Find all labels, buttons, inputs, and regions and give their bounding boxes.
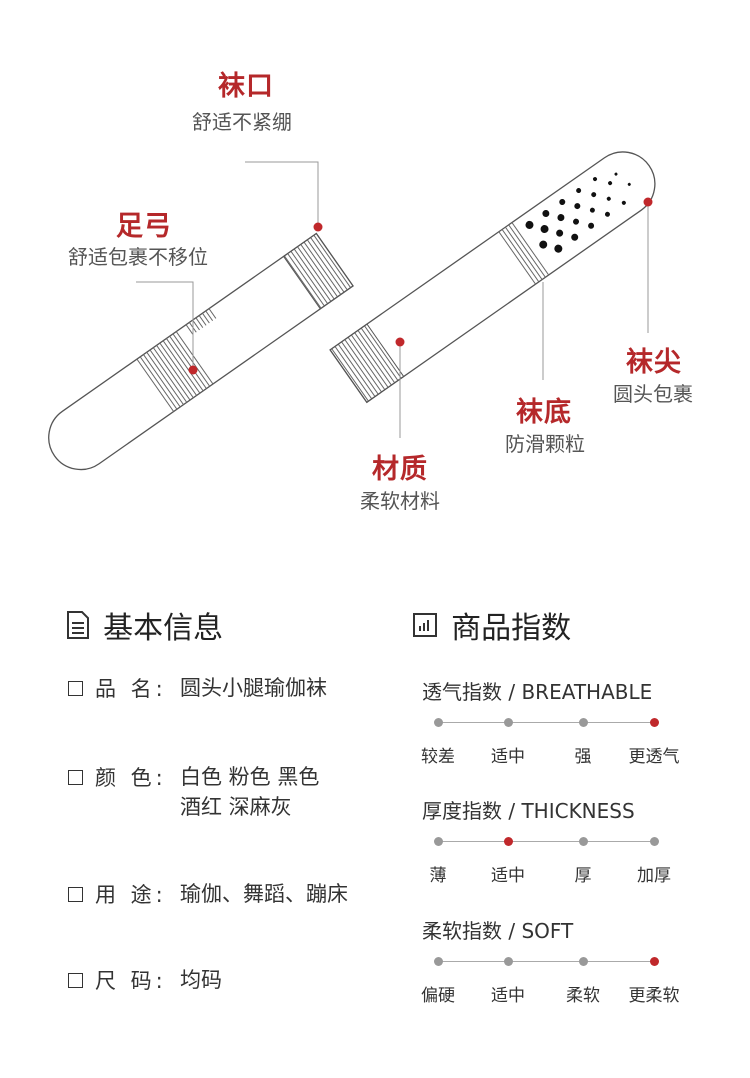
scale-dot-selected xyxy=(650,957,659,966)
scale-label: 适中 xyxy=(491,986,525,1006)
checkbox-icon xyxy=(68,972,83,988)
scale-line xyxy=(438,722,654,723)
product-index-title: 商品指数 xyxy=(451,611,572,646)
soft-title: 柔软指数 / SOFT xyxy=(422,919,574,943)
scale-dot xyxy=(434,837,443,846)
scale-label: 偏硬 xyxy=(421,986,455,1006)
scale-line xyxy=(438,841,654,842)
scale-dot-selected xyxy=(650,718,659,727)
thickness-scale: 薄 适中 厚 加厚 xyxy=(418,835,698,905)
breathable-title: 透气指数 / BREATHABLE xyxy=(422,680,653,704)
scale-line xyxy=(438,961,654,962)
scale-dot xyxy=(504,718,513,727)
basic-info-title: 基本信息 xyxy=(103,611,224,646)
checkbox-icon xyxy=(68,680,83,696)
scale-dot xyxy=(579,718,588,727)
scale-label: 强 xyxy=(574,747,592,767)
checkbox-icon xyxy=(68,769,83,785)
scale-label: 更柔软 xyxy=(628,986,680,1006)
info-row-color: 颜 色: 白色 粉色 黑色酒红 深麻灰 xyxy=(68,762,319,819)
scale-label: 加厚 xyxy=(637,866,671,886)
scale-dot xyxy=(434,718,443,727)
scale-label: 厚 xyxy=(574,866,592,886)
scale-label: 适中 xyxy=(491,866,525,886)
left-sock xyxy=(48,232,354,471)
basic-info-header: 基本信息 xyxy=(66,603,223,647)
scale-dot xyxy=(650,837,659,846)
scale-dot-selected xyxy=(504,837,513,846)
scale-label: 更透气 xyxy=(628,747,680,767)
material-title: 材质 xyxy=(372,454,428,485)
scale-dot xyxy=(579,957,588,966)
right-sock xyxy=(329,151,656,404)
soft-scale: 偏硬 适中 柔软 更柔软 xyxy=(418,955,698,1025)
material-sub: 柔软材料 xyxy=(360,489,440,513)
arch-title: 足弓 xyxy=(116,211,172,242)
scale-label: 较差 xyxy=(421,747,455,767)
document-icon xyxy=(67,611,89,639)
scale-label: 柔软 xyxy=(566,986,600,1006)
scale-dot xyxy=(579,837,588,846)
scale-label: 薄 xyxy=(429,866,447,886)
product-index-header: 商品指数 xyxy=(412,603,571,647)
arch-sub: 舒适包裹不移位 xyxy=(68,245,208,269)
bar-chart-icon xyxy=(413,613,437,637)
scale-dot xyxy=(434,957,443,966)
toe-title: 袜尖 xyxy=(626,347,682,378)
thickness-title: 厚度指数 / THICKNESS xyxy=(422,799,635,823)
toe-sub: 圆头包裹 xyxy=(613,382,693,406)
info-row-usage: 用 途: 瑜伽、舞蹈、蹦床 xyxy=(68,879,348,909)
info-row-name: 品 名: 圆头小腿瑜伽袜 xyxy=(68,673,327,703)
breathable-scale: 较差 适中 强 更透气 xyxy=(418,716,698,786)
checkbox-icon xyxy=(68,886,83,902)
cuff-title: 袜口 xyxy=(218,71,274,102)
info-row-size: 尺 码: 均码 xyxy=(68,965,222,995)
sole-title: 袜底 xyxy=(516,397,572,428)
scale-dot xyxy=(504,957,513,966)
sole-sub: 防滑颗粒 xyxy=(505,432,585,456)
scale-label: 适中 xyxy=(491,747,525,767)
cuff-sub: 舒适不紧绷 xyxy=(192,110,292,134)
sock-diagram xyxy=(48,151,656,471)
